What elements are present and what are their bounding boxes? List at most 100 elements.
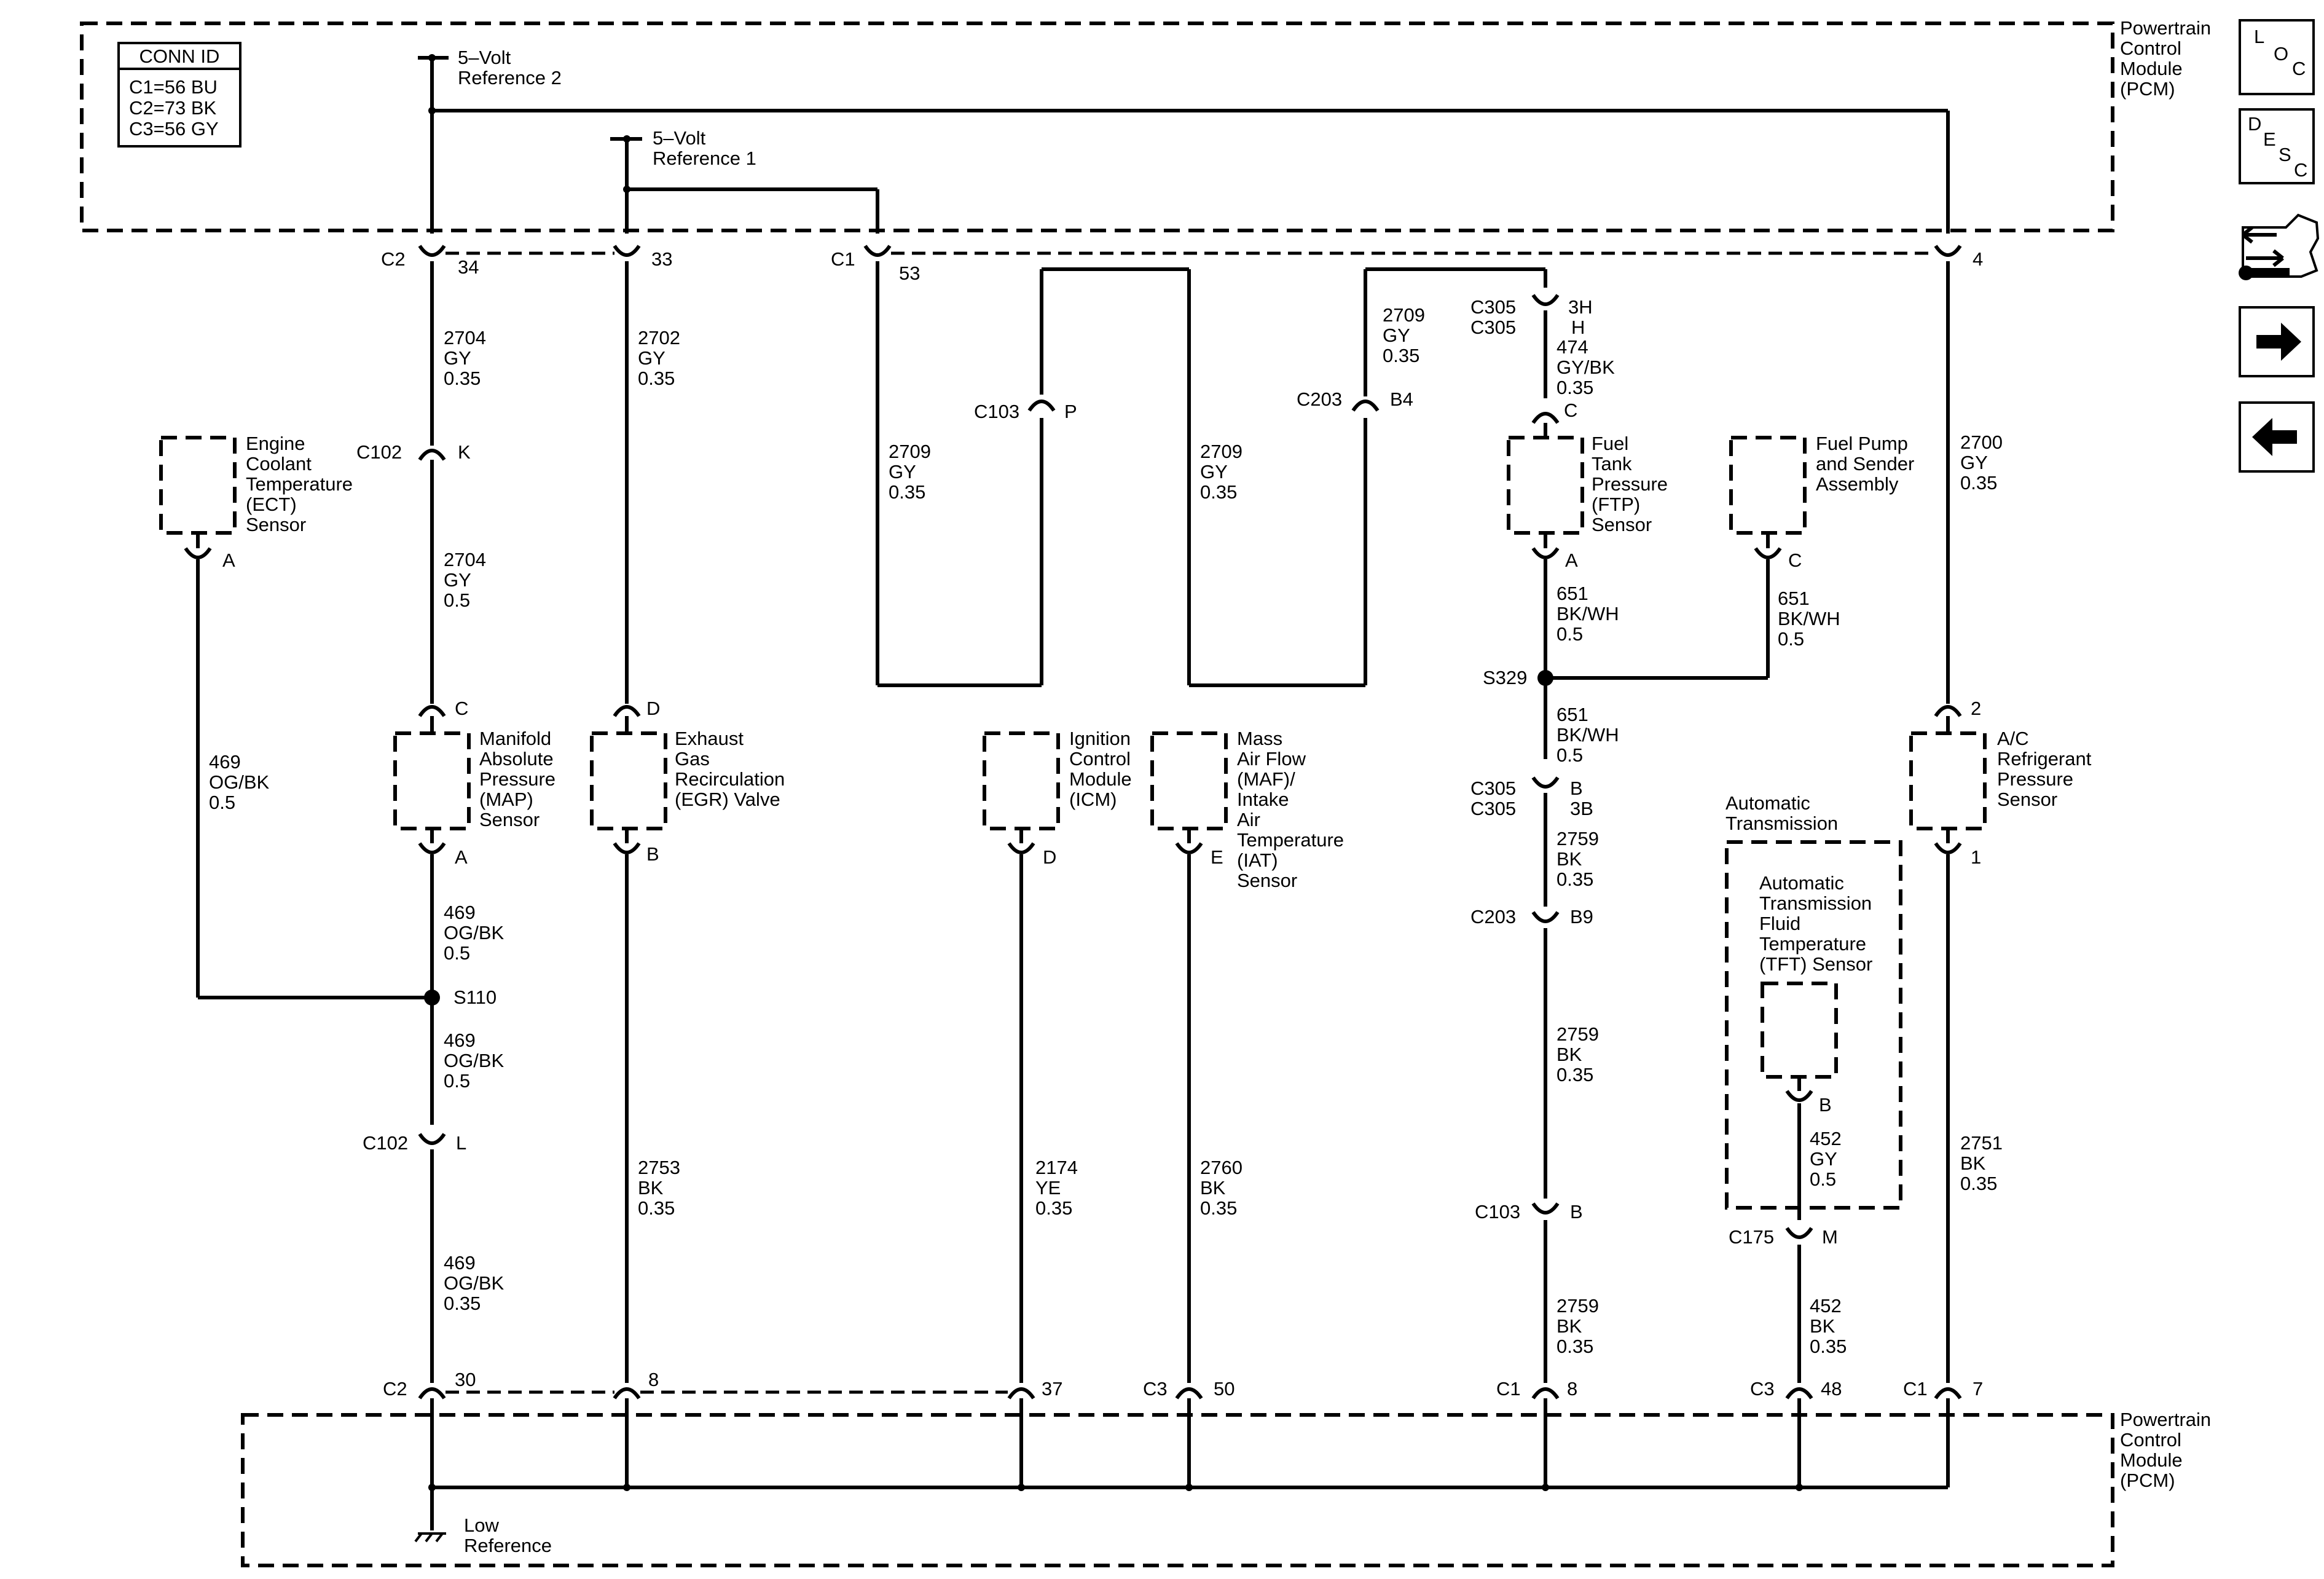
svg-text:Fuel: Fuel bbox=[1592, 433, 1628, 454]
connector-repair-icon[interactable] bbox=[2239, 213, 2320, 280]
svg-text:BK: BK bbox=[638, 1177, 664, 1199]
svg-text:34: 34 bbox=[458, 256, 479, 278]
svg-text:Mass: Mass bbox=[1237, 728, 1282, 749]
svg-text:L: L bbox=[456, 1132, 466, 1154]
icm-circuit: Ignition Control Module (ICM) D 2174 YE … bbox=[983, 728, 1132, 1383]
svg-text:2: 2 bbox=[1971, 698, 1981, 719]
svg-text:Pressure: Pressure bbox=[1997, 768, 2073, 790]
svg-text:0.5: 0.5 bbox=[444, 1070, 470, 1092]
svg-text:GY: GY bbox=[638, 347, 665, 369]
svg-text:D: D bbox=[1043, 846, 1056, 868]
svg-text:0.5: 0.5 bbox=[1778, 628, 1804, 650]
svg-text:Exhaust: Exhaust bbox=[675, 728, 744, 749]
svg-text:C1: C1 bbox=[1496, 1378, 1521, 1400]
top-connector-row: C2 34 33 C1 53 4 bbox=[381, 245, 1983, 284]
svg-text:(EGR) Valve: (EGR) Valve bbox=[675, 789, 780, 810]
desc-icon[interactable]: D E S C bbox=[2239, 108, 2315, 184]
svg-text:48: 48 bbox=[1821, 1378, 1842, 1400]
bottom-connector-row: C2 30 8 37 C3 50 C1 8 C3 48 C1 7 bbox=[383, 1369, 1983, 1400]
svg-text:Manifold: Manifold bbox=[479, 728, 551, 749]
svg-text:C3: C3 bbox=[1143, 1378, 1168, 1400]
svg-text:5–Volt: 5–Volt bbox=[653, 127, 706, 149]
svg-text:2709: 2709 bbox=[889, 441, 931, 462]
svg-text:8: 8 bbox=[648, 1369, 659, 1390]
svg-text:(TFT) Sensor: (TFT) Sensor bbox=[1759, 953, 1872, 975]
svg-text:4: 4 bbox=[1973, 248, 1983, 270]
svg-text:469: 469 bbox=[444, 1252, 476, 1274]
svg-text:5–Volt: 5–Volt bbox=[458, 47, 511, 68]
svg-text:1: 1 bbox=[1971, 846, 1981, 868]
svg-text:C305: C305 bbox=[1470, 778, 1516, 799]
previous-page-arrow-icon[interactable] bbox=[2239, 401, 2315, 473]
svg-text:474: 474 bbox=[1557, 336, 1588, 358]
fuel-pump-sender: Fuel Pump and Sender Assembly C 651 BK/W… bbox=[1729, 433, 1914, 678]
next-page-arrow-icon[interactable] bbox=[2239, 306, 2315, 377]
svg-text:0.35: 0.35 bbox=[638, 1197, 675, 1219]
svg-text:Sensor: Sensor bbox=[1592, 514, 1652, 535]
svg-text:Temperature: Temperature bbox=[1237, 829, 1344, 851]
svg-text:C203: C203 bbox=[1297, 388, 1342, 410]
svg-text:OG/BK: OG/BK bbox=[444, 1050, 504, 1071]
svg-text:C: C bbox=[1788, 549, 1802, 571]
svg-text:GY: GY bbox=[1200, 461, 1228, 482]
svg-text:0.35: 0.35 bbox=[1200, 481, 1237, 503]
svg-text:B: B bbox=[1819, 1094, 1832, 1116]
svg-text:and Sender: and Sender bbox=[1816, 453, 1914, 474]
svg-text:0.5: 0.5 bbox=[1810, 1168, 1836, 1190]
svg-text:M: M bbox=[1822, 1226, 1838, 1248]
svg-text:BK/WH: BK/WH bbox=[1557, 603, 1619, 624]
svg-text:C305: C305 bbox=[1470, 317, 1516, 338]
svg-text:GY/BK: GY/BK bbox=[1557, 356, 1615, 378]
svg-text:Sensor: Sensor bbox=[1997, 789, 2057, 810]
svg-text:A: A bbox=[222, 549, 235, 571]
svg-text:C305: C305 bbox=[1470, 798, 1516, 819]
svg-text:C102: C102 bbox=[356, 441, 402, 463]
svg-text:(MAP): (MAP) bbox=[479, 789, 533, 810]
loc-icon[interactable]: L O C bbox=[2239, 19, 2315, 95]
svg-text:Transmission: Transmission bbox=[1759, 892, 1872, 914]
svg-text:50: 50 bbox=[1214, 1378, 1235, 1400]
5v-reference-1: 5–Volt Reference 1 bbox=[610, 127, 879, 234]
svg-text:37: 37 bbox=[1042, 1378, 1062, 1400]
svg-text:0.35: 0.35 bbox=[1810, 1336, 1847, 1357]
svg-text:GY: GY bbox=[1383, 325, 1410, 346]
svg-text:0.35: 0.35 bbox=[444, 1293, 481, 1314]
svg-text:GY: GY bbox=[444, 569, 471, 591]
svg-text:0.5: 0.5 bbox=[1557, 623, 1583, 645]
svg-text:E: E bbox=[1211, 846, 1223, 868]
svg-text:BK: BK bbox=[1557, 848, 1582, 870]
svg-text:0.35: 0.35 bbox=[1035, 1197, 1072, 1219]
svg-text:A: A bbox=[1565, 549, 1578, 571]
svg-text:B4: B4 bbox=[1390, 388, 1413, 410]
ftp-circuit: C305 C305 3H H 474 GY/BK 0.35 C Fuel Tan… bbox=[1470, 294, 1768, 1383]
svg-text:Air Flow: Air Flow bbox=[1237, 748, 1306, 770]
svg-text:A: A bbox=[455, 846, 468, 868]
svg-text:Pressure: Pressure bbox=[1592, 473, 1668, 495]
svg-text:0.35: 0.35 bbox=[444, 368, 481, 389]
svg-text:Refrigerant: Refrigerant bbox=[1997, 748, 2092, 770]
5v-reference-2: 5–Volt Reference 2 bbox=[418, 47, 1950, 234]
svg-text:Engine: Engine bbox=[246, 433, 305, 454]
svg-text:Powertrain: Powertrain bbox=[2120, 17, 2211, 39]
svg-text:8: 8 bbox=[1567, 1378, 1577, 1400]
svg-text:C103: C103 bbox=[1475, 1201, 1520, 1223]
svg-text:(PCM): (PCM) bbox=[2120, 78, 2175, 100]
svg-text:Reference 1: Reference 1 bbox=[653, 148, 756, 169]
svg-text:Control: Control bbox=[1069, 748, 1131, 770]
svg-text:Absolute: Absolute bbox=[479, 748, 554, 770]
svg-text:Pressure: Pressure bbox=[479, 768, 555, 790]
low-reference-bus: Low Reference bbox=[414, 1398, 1950, 1556]
svg-text:B: B bbox=[1570, 1201, 1583, 1223]
svg-text:651: 651 bbox=[1778, 588, 1810, 609]
svg-text:0.35: 0.35 bbox=[1557, 1336, 1593, 1357]
svg-text:C2: C2 bbox=[383, 1378, 407, 1400]
conn-id-box: CONN ID C1=56 BU C2=73 BK C3=56 GY bbox=[117, 42, 241, 148]
svg-text:0.5: 0.5 bbox=[444, 942, 470, 964]
svg-text:2751: 2751 bbox=[1960, 1132, 2003, 1154]
svg-text:469: 469 bbox=[444, 902, 476, 923]
svg-text:0.5: 0.5 bbox=[444, 589, 470, 611]
svg-text:Sensor: Sensor bbox=[246, 514, 306, 535]
svg-text:Temperature: Temperature bbox=[246, 473, 353, 495]
svg-text:452: 452 bbox=[1810, 1128, 1842, 1149]
svg-text:C1: C1 bbox=[1903, 1378, 1928, 1400]
